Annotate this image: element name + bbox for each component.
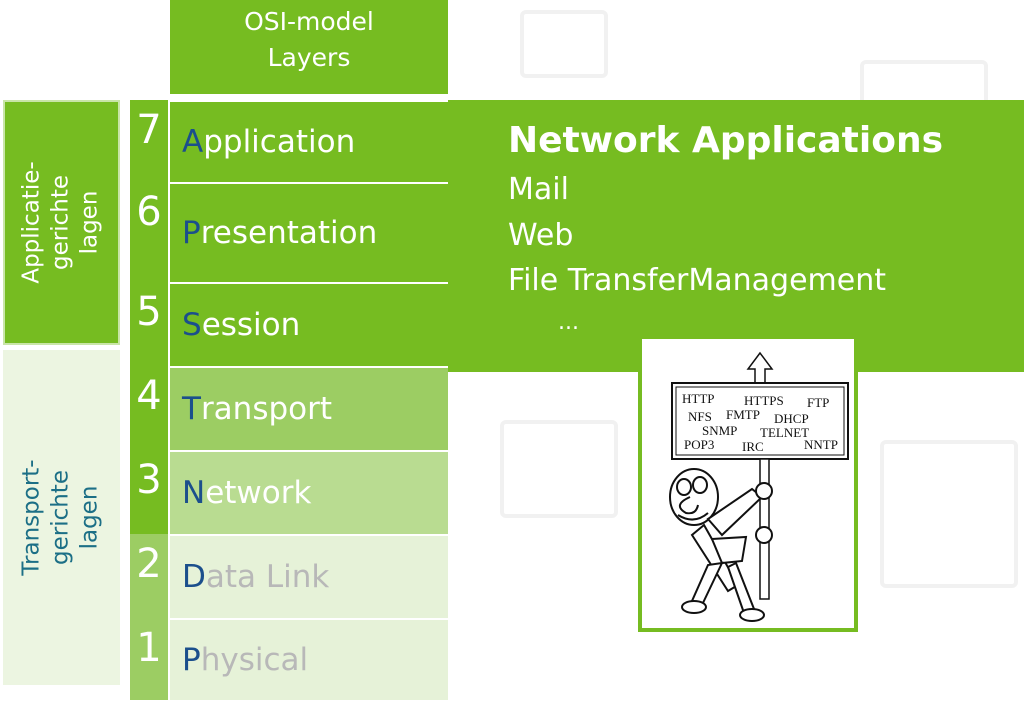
layer-name-rest: pplication — [203, 124, 356, 160]
layer-initial: S — [182, 307, 202, 343]
background-decoration — [500, 420, 618, 518]
layer-initial: A — [182, 124, 204, 160]
protocol-label: SNMP — [702, 423, 737, 438]
protocol-label: FTP — [807, 395, 829, 410]
layer-initial: P — [182, 642, 201, 678]
layer-number: 3 — [130, 450, 168, 534]
protocol-label: FMTP — [726, 407, 760, 422]
layer-initial: D — [182, 559, 206, 595]
layer-number: 4 — [130, 366, 168, 450]
protocol-label: POP3 — [684, 437, 714, 452]
layer-number: 5 — [130, 282, 168, 366]
network-app-item: ... — [558, 310, 579, 335]
layer-name-rest: hysical — [200, 642, 309, 678]
protocol-label: IRC — [742, 439, 764, 454]
application-connector — [448, 100, 490, 182]
transport-group-label: Transport- gerichte lagen — [18, 459, 103, 576]
application-oriented-group: Applicatie- gerichte lagen — [3, 100, 120, 345]
layer-initial: N — [182, 475, 206, 511]
network-app-item: Web — [508, 218, 574, 253]
protocol-label: TELNET — [760, 425, 809, 440]
transport-oriented-group: Transport- gerichte lagen — [3, 350, 120, 685]
layer-name-rest: ata Link — [205, 559, 330, 595]
header-line-2: Layers — [267, 43, 351, 72]
protocol-label: DHCP — [774, 411, 809, 426]
layer-initial: T — [182, 391, 201, 427]
network-applications-panel — [448, 100, 1024, 372]
network-applications-title: Network Applications — [508, 120, 944, 161]
protocol-label: HTTP — [682, 391, 715, 406]
up-arrow-icon — [746, 351, 774, 388]
layer-number: 6 — [130, 182, 168, 282]
network-app-item: File TransferManagement — [508, 263, 886, 298]
background-decoration — [880, 440, 1018, 588]
protocol-label: HTTPS — [744, 393, 784, 408]
protocol-sign-cartoon-icon: HTTP HTTPS FTP NFS FMTP DHCP SNMP TELNET… — [669, 351, 849, 622]
background-decoration — [520, 10, 608, 78]
layer-name-rest: ransport — [200, 391, 333, 427]
osi-header: OSI-model Layers — [170, 0, 448, 94]
layer-name-rest: etwork — [205, 475, 312, 511]
layer-number: 7 — [130, 100, 168, 182]
protocol-sign-illustration: HTTP HTTPS FTP NFS FMTP DHCP SNMP TELNET… — [638, 335, 858, 632]
cartoon-person-icon — [669, 468, 773, 622]
layer-number: 1 — [130, 618, 168, 700]
application-group-label: Applicatie- gerichte lagen — [19, 161, 103, 284]
sign-board — [671, 382, 849, 460]
layer-name-rest: ession — [201, 307, 301, 343]
protocol-label: NFS — [688, 409, 712, 424]
layer-initial: P — [182, 215, 201, 251]
sign-board-inner — [675, 386, 845, 456]
layer-name-rest: resentation — [200, 215, 378, 251]
header-line-1: OSI-model — [244, 7, 374, 36]
layer-number: 2 — [130, 534, 168, 618]
protocol-label: NNTP — [804, 437, 838, 452]
network-app-item: Mail — [508, 172, 569, 207]
